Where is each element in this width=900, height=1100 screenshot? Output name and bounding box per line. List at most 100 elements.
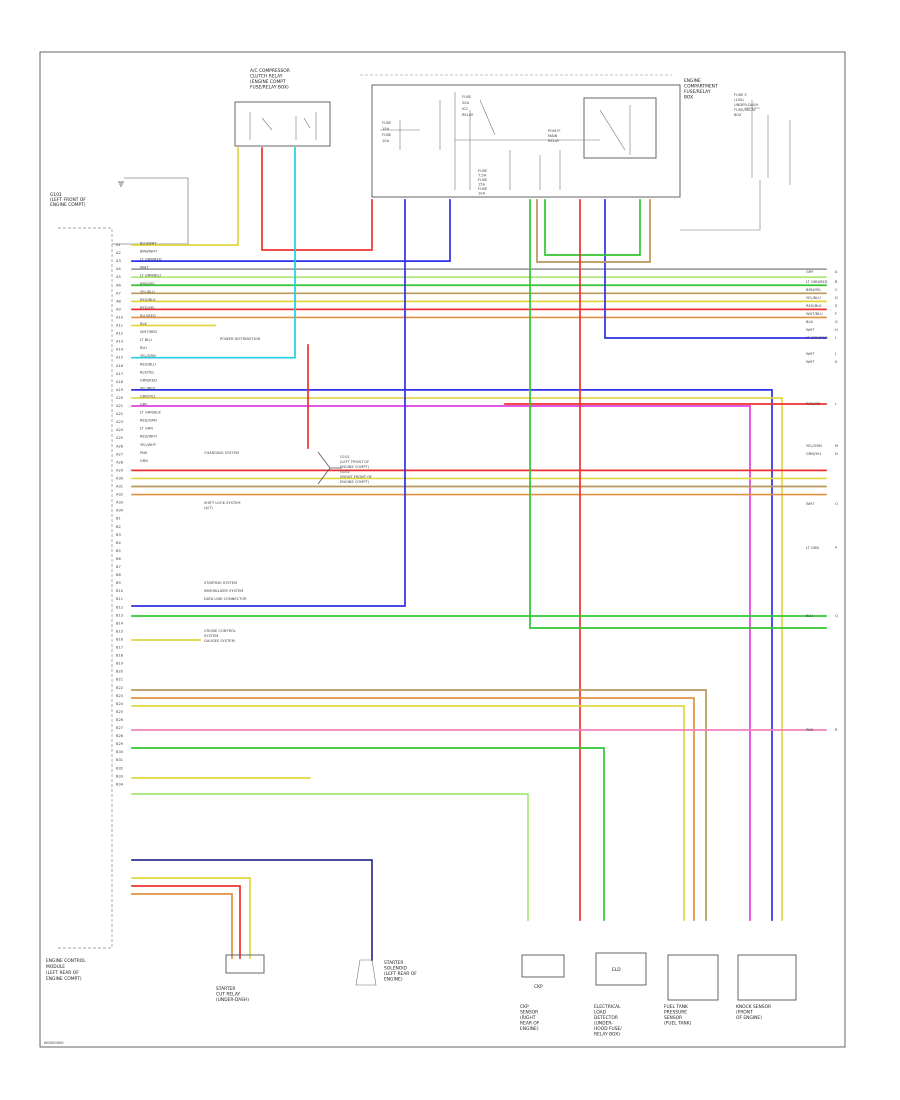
bottom-component-3-line-0: KNOCK SENSOR: [736, 1004, 771, 1010]
ecm-pin-b20: B20: [116, 670, 124, 674]
right-wire-label-7: WHT: [806, 328, 815, 332]
right-connector-letter-9: J: [834, 352, 836, 356]
wire-color-label-21: LT GRN/BLK: [140, 411, 161, 415]
right-connector-letter-6: G: [835, 320, 838, 324]
bottom_mid-line-1: SOLENOID: [384, 966, 407, 972]
ecm-pin-a27: A27: [116, 452, 123, 456]
right-connector-letter-1: B: [835, 280, 838, 284]
right-wire-label-11: RED/YEL: [806, 402, 821, 406]
bottom-component-0-line-2: (RIGHT: [520, 1015, 536, 1021]
wire-a1-to-ac-relay: [131, 147, 239, 246]
wire-color-label-27: GRN: [140, 459, 148, 463]
wire-b18-green-ckp: [131, 793, 529, 921]
ecm-line-3: ENGINE COMPT): [46, 976, 82, 982]
fuse_box_inner_left-line-1: 15A: [382, 127, 390, 131]
ecm-pin-a28: A28: [116, 460, 124, 464]
bottom-component-0-line-1: SENSOR: [520, 1010, 538, 1016]
wire-color-label-23: LT GRN: [140, 427, 153, 431]
bottom_mid-line-2: (LEFT REAR OF: [384, 971, 417, 977]
right-connector-letter-16: Q: [835, 614, 838, 618]
bottom-component-2-line-3: (FUEL TANK): [664, 1021, 692, 1027]
bottom-component-0-line-0: CKP: [520, 1004, 529, 1010]
bottom-component-1-line-5: RELAY BOX): [594, 1032, 620, 1038]
right-wire-label-10: WHT: [806, 360, 815, 364]
shift_lock-line-0: SHIFT LOCK SYSTEM: [204, 501, 240, 505]
ecm-pin-a25: A25: [116, 436, 123, 440]
right-connector-letter-4: E: [835, 304, 838, 308]
wire-color-label-1: BRN/WHT: [140, 250, 158, 254]
right-connector-letter-3: D: [835, 296, 838, 300]
right-connector-letter-11: L: [835, 402, 837, 406]
ecm-pin-a18: A18: [116, 380, 124, 384]
ecm-pin-labels: A1A2A3A4A5A6A7A8A9A10A11A12A13A14A15A16A…: [116, 243, 124, 786]
immobilizer-line-0: IMMOBILIZER SYSTEM: [204, 589, 243, 593]
wire-a3-blue-fuse: [131, 199, 451, 262]
bottom-component-0-line-3: REAR OF: [520, 1021, 540, 1027]
right-wire-label-8: LT GRN/RED: [806, 336, 828, 340]
ecm-pin-a7: A7: [116, 291, 121, 295]
wire-fusebox-brown-drop: [536, 199, 651, 263]
ecm-pin-a1: A1: [116, 243, 121, 247]
wire-color-label-20: GRY: [140, 403, 148, 407]
ecm-pin-b19: B19: [116, 662, 124, 666]
ac_relay-line-1: CLUTCH RELAY: [250, 74, 283, 80]
fuse_box_inner_right-line-0: PGM-FI: [548, 129, 560, 133]
right-connector-letter-14: O: [835, 502, 838, 506]
wire-color-label-11: WHT/RED: [140, 330, 157, 334]
wire-color-label-2: LT GRN/RED: [140, 258, 162, 262]
ac_relay-line-3: FUSE/RELAY BOX): [250, 85, 289, 91]
wire-a21-magenta: [131, 405, 751, 921]
bottom-component-3-line-2: OF ENGINE): [736, 1015, 762, 1021]
wire-color-label-3: WHT: [140, 266, 149, 270]
ecm-pin-a8: A8: [116, 299, 121, 303]
right-wire-label-1: LT GRN/RED: [806, 280, 828, 284]
fuse_box_inner_low-line-5: 10A: [478, 192, 486, 196]
right-wire-label-13: GRN/YEL: [806, 452, 822, 456]
bottom-component-2-line-1: PRESSURE: [664, 1010, 687, 1016]
ecm-pin-b34: B34: [116, 782, 124, 786]
top_right-line-3: FUSE/RELAY: [734, 108, 756, 112]
ground_mid-line-2: ENGINE COMPT): [340, 465, 370, 469]
diagram-frame: [39, 51, 846, 1048]
bottom-component-1-line-0: ELECTRICAL: [594, 1004, 621, 1010]
fuse_box_inner_left-line-3: 10A: [382, 139, 390, 143]
ckp-box-label: CKP: [534, 984, 543, 990]
bottom-component-1-line-4: HOOD FUSE/: [594, 1026, 622, 1032]
fuse_box_inner_mid-line-1: 20A: [462, 101, 470, 105]
bottom-component-2-line-2: SENSOR: [664, 1015, 682, 1021]
ecm-pin-a17: A17: [116, 372, 123, 376]
fuse-box-internals: [380, 92, 631, 190]
fuse_box_inner_right-line-1: MAIN: [548, 134, 558, 138]
wire-color-label-16: BLK/YEL: [140, 370, 155, 374]
fuse_box-line-1: COMPARTMENT: [684, 84, 718, 90]
ground-mid-symbol: [317, 451, 342, 485]
wire-color-label-19: GRN/YEL: [140, 394, 156, 398]
starting-line-0: STARTING SYSTEM: [204, 581, 237, 585]
ecm-pin-a16: A16: [116, 364, 124, 368]
ac_relay-line-2: (ENGINE COMPT: [250, 79, 286, 85]
right-connector-letter-15: P: [835, 546, 838, 550]
bottom_left-line-0: STARTER: [216, 986, 235, 992]
ecm-pin-b12: B12: [116, 605, 123, 609]
right-connector-letter-0: A: [835, 270, 838, 274]
ecm-pin-b32: B32: [116, 766, 123, 770]
ecm-pin-a2: A2: [116, 251, 121, 255]
gauges-line-0: GAUGES SYSTEM: [204, 639, 235, 643]
ground_mid-line-0: G101: [340, 455, 350, 459]
ecm-pin-a13: A13: [116, 340, 123, 344]
right-wire-label-0: GRY: [806, 270, 814, 274]
ecm-pin-b18: B18: [116, 654, 124, 658]
bottom-component-1-line-2: DETECTOR: [594, 1015, 618, 1021]
fuse-box-outline: [371, 84, 681, 198]
ecm-pin-a26: A26: [116, 444, 124, 448]
right-wire-label-9: WHT: [806, 352, 815, 356]
bottom_mid-line-3: ENGINE): [384, 977, 403, 983]
wire-b10-orange-to-fuel: [131, 697, 695, 921]
ecm-pin-b22: B22: [116, 686, 123, 690]
top_right-line-4: BOX: [734, 113, 742, 117]
wire-color-label-6: YEL/BLU: [140, 290, 155, 294]
fuse_box-line-3: BOX: [684, 95, 693, 101]
wire-color-label-8: RED/YEL: [140, 306, 155, 310]
right-connector-letter-10: K: [835, 360, 838, 364]
bottom_left-line-2: (UNDER-DASH): [216, 997, 249, 1003]
